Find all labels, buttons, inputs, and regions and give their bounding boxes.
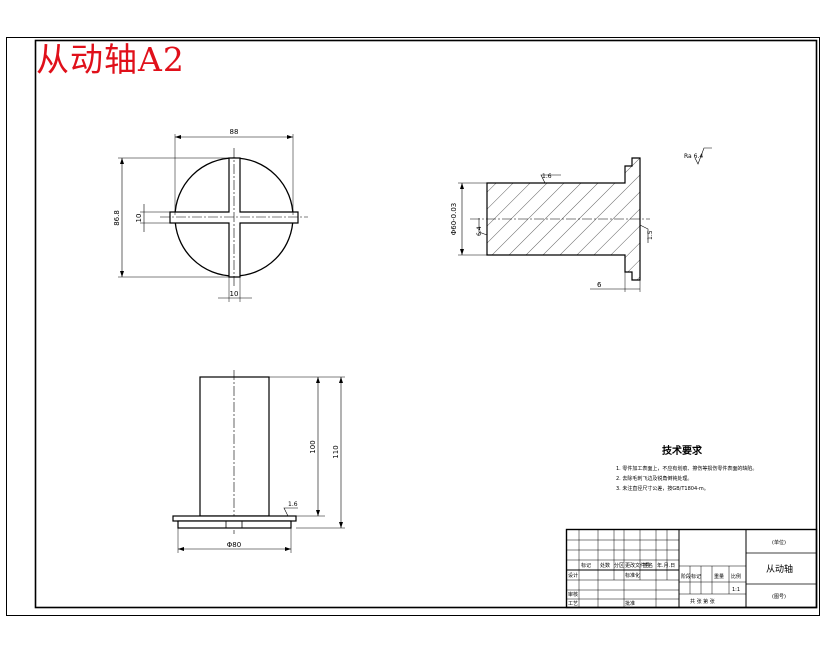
- tb-change-no: 更改文件号: [625, 562, 650, 569]
- tb-date: 年.月.日: [657, 562, 675, 569]
- tb-mark: 标记: [581, 562, 591, 569]
- tech-requirement-1: 1. 零件加工表面上，不应有划痕、擦伤等损伤零件表面的缺陷。: [616, 465, 757, 472]
- front-view: [172, 370, 345, 553]
- tb-signature: 签名: [643, 562, 653, 569]
- title-block: [565, 528, 818, 609]
- tech-requirement-2: 2. 去除毛刺飞边及锐角倒钝处理。: [616, 475, 692, 482]
- chamfer-label: 1.5: [647, 230, 654, 240]
- front-flange-top: [172, 515, 297, 522]
- tb-check: 审核: [568, 591, 578, 598]
- tech-requirement-3: 3. 未注直径尺寸公差，按GB/T1804-m。: [616, 485, 709, 492]
- front-body: [199, 376, 270, 517]
- dim-bottom-10: 10: [230, 290, 239, 298]
- section-view: [458, 147, 712, 292]
- top-view: [118, 134, 308, 302]
- tb-sheets: 共 张 第 张: [690, 598, 715, 605]
- tb-drawing-no: (图号): [772, 594, 786, 600]
- dim-slot-10: 10: [135, 214, 143, 223]
- roughness-corner: Ra 6.4: [684, 153, 703, 160]
- front-flange-base: [177, 520, 292, 529]
- roughness-chamfer-symbol: [639, 224, 649, 243]
- tb-approve: 批准: [625, 600, 635, 607]
- tb-scale: 1:1: [732, 587, 740, 593]
- dim-110: 110: [332, 445, 340, 458]
- tb-unit: (单位): [772, 539, 786, 546]
- tb-stage-mark: 阶段标记: [681, 573, 701, 580]
- tb-count: 处数: [600, 562, 610, 569]
- dim-100: 100: [309, 440, 317, 453]
- tb-part-name: 从动轴: [766, 563, 793, 575]
- tb-standardize: 标准化: [625, 572, 640, 579]
- roughness-corner-symbol: [694, 147, 712, 165]
- dim-88: 88: [230, 128, 239, 136]
- tb-design: 设计: [568, 572, 578, 579]
- inner-frame: [34, 39, 818, 609]
- roughness-left-symbol: [478, 218, 488, 236]
- roughness-top-symbol: [540, 174, 561, 184]
- dim-86-8: 86.8: [113, 210, 121, 226]
- dim-step-6: 6: [597, 281, 602, 289]
- roughness-left: 6.4: [476, 226, 483, 236]
- roughness-top: 1.6: [542, 173, 552, 180]
- outer-border: [6, 37, 820, 616]
- drawing-title: 从动轴A2: [36, 40, 185, 79]
- tb-scale-label: 比例: [731, 573, 741, 580]
- dim-diameter-60: Φ60-0.03: [450, 203, 458, 236]
- dim-phi-80: Φ80: [227, 541, 241, 549]
- tb-process: 工艺: [568, 601, 578, 607]
- tb-weight: 重量: [714, 573, 724, 580]
- tech-requirements-heading: 技术要求: [662, 444, 703, 457]
- roughness-base: 1.6: [288, 501, 298, 508]
- tb-zone: 分区: [614, 562, 624, 569]
